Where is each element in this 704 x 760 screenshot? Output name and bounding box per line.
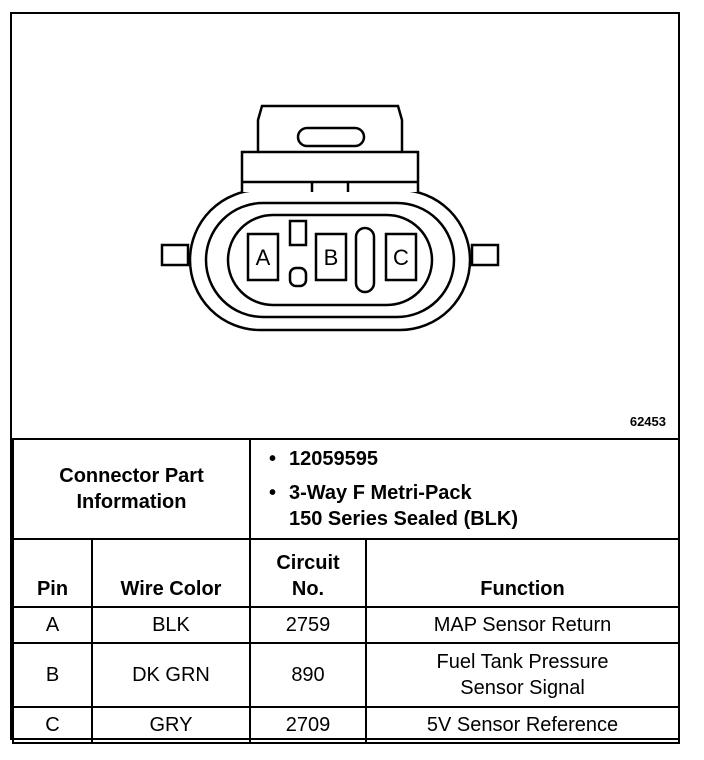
cell-wire-color: DK GRN bbox=[91, 642, 251, 708]
pinout-table: Connector Part Information • 12059595 • … bbox=[12, 438, 680, 744]
connector-face-view: A B C bbox=[160, 104, 500, 332]
key-bar bbox=[354, 226, 376, 294]
header-wire-color: Wire Color bbox=[91, 538, 251, 608]
part-info-values: • 12059595 • 3-Way F Metri-Pack 150 Seri… bbox=[249, 438, 680, 540]
cell-wire-color: BLK bbox=[91, 606, 251, 644]
part-info-row: Connector Part Information • 12059595 • … bbox=[12, 438, 680, 540]
latch-slot bbox=[296, 126, 366, 148]
left-tab bbox=[160, 243, 190, 267]
table-row: A BLK 2759 MAP Sensor Return bbox=[12, 606, 680, 644]
cell-wire-color: GRY bbox=[91, 706, 251, 744]
cell-function: 5V Sensor Reference bbox=[365, 706, 680, 744]
pin-a-label: A bbox=[256, 245, 271, 270]
pin-b-label: B bbox=[324, 245, 339, 270]
cell-function: Fuel Tank Pressure Sensor Signal bbox=[365, 642, 680, 708]
connector-diagram: A B C 62453 bbox=[12, 14, 678, 438]
latch-base bbox=[240, 104, 420, 192]
connector-type-item: • 3-Way F Metri-Pack 150 Series Sealed (… bbox=[269, 482, 518, 530]
figure-number: 62453 bbox=[629, 414, 666, 429]
header-pin: Pin bbox=[12, 538, 93, 608]
cell-circuit: 890 bbox=[249, 642, 367, 708]
middle-ring bbox=[204, 201, 456, 319]
table-header-row: Pin Wire Color Circuit No. Function bbox=[12, 538, 680, 608]
pin-c-label: C bbox=[393, 245, 409, 270]
table-row: C GRY 2709 5V Sensor Reference bbox=[12, 706, 680, 744]
bullet-icon: • bbox=[269, 482, 277, 504]
cell-pin: C bbox=[12, 706, 93, 744]
header-function: Function bbox=[365, 538, 680, 608]
part-number-item: • 12059595 bbox=[269, 448, 378, 470]
cell-function: MAP Sensor Return bbox=[365, 606, 680, 644]
pin-b-cavity bbox=[314, 232, 348, 282]
part-info-label: Connector Part Information bbox=[12, 438, 251, 540]
pin-a-cavity bbox=[246, 232, 280, 282]
cell-pin: B bbox=[12, 642, 93, 708]
bullet-icon: • bbox=[269, 448, 277, 470]
cell-pin: A bbox=[12, 606, 93, 644]
key-round bbox=[288, 266, 308, 288]
key-slot bbox=[288, 219, 308, 247]
pin-c-cavity bbox=[384, 232, 418, 282]
header-circuit-no: Circuit No. bbox=[249, 538, 367, 608]
inner-face bbox=[226, 213, 434, 307]
cell-circuit: 2759 bbox=[249, 606, 367, 644]
cell-circuit: 2709 bbox=[249, 706, 367, 744]
right-tab bbox=[470, 243, 500, 267]
table-row: B DK GRN 890 Fuel Tank Pressure Sensor S… bbox=[12, 642, 680, 708]
diagram-frame: A B C 62453 Connector Part Information •… bbox=[10, 12, 680, 744]
